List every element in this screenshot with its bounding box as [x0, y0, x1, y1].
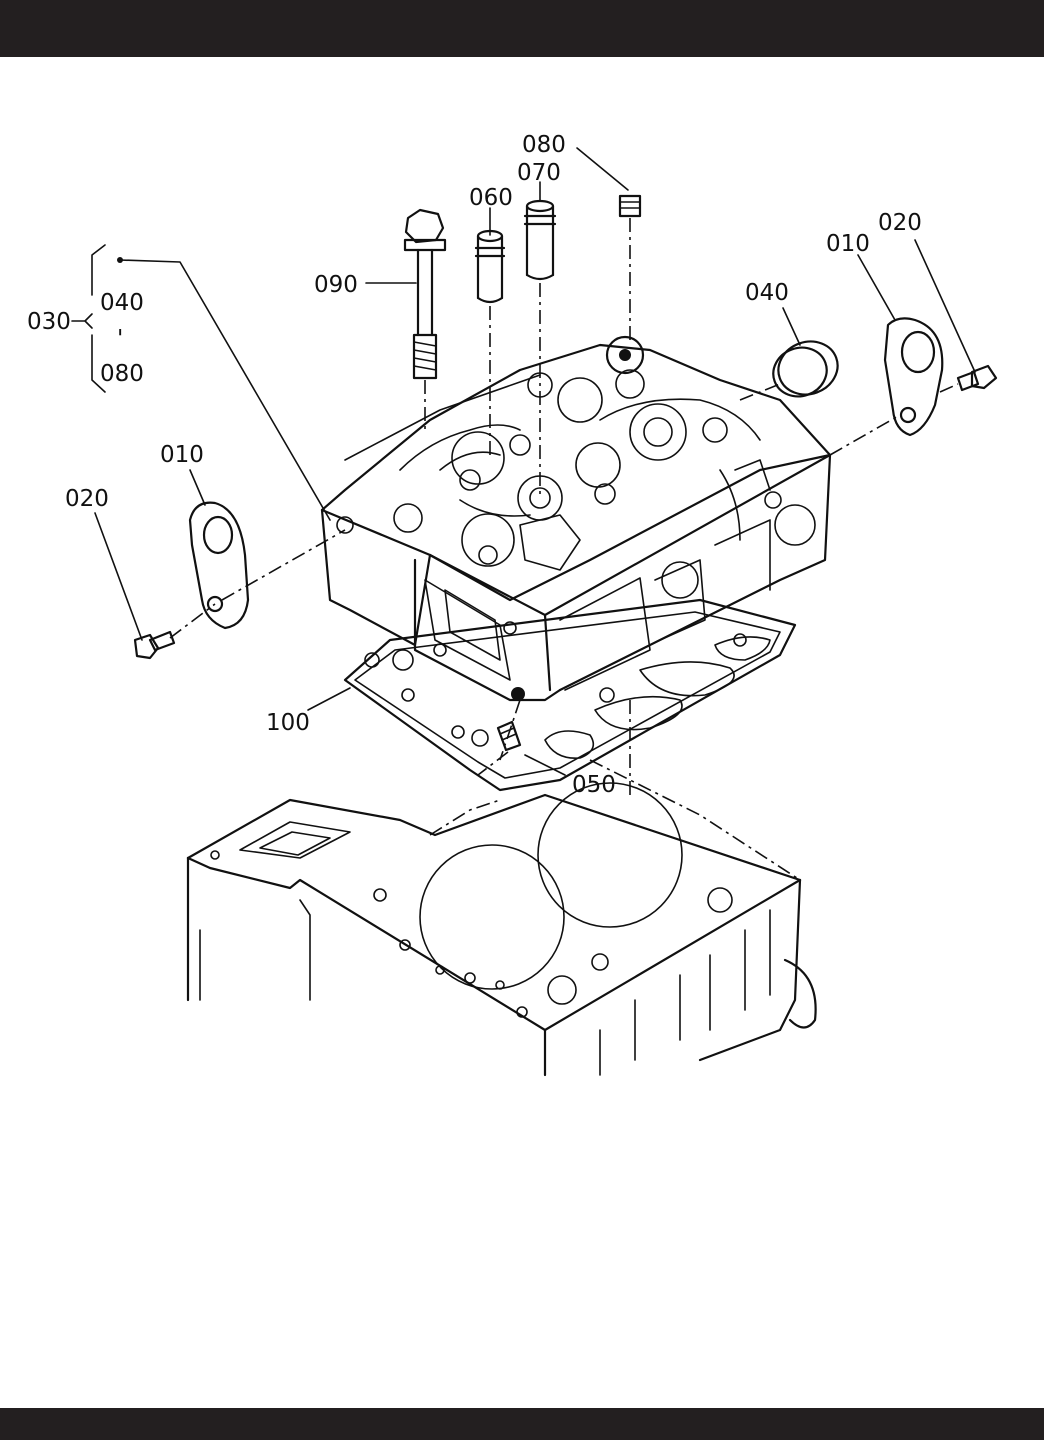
cylinder-block: [188, 783, 816, 1075]
assembly-center-lines: [170, 218, 958, 880]
label-040: 040: [745, 280, 789, 306]
plate-bolt-right: [958, 366, 996, 390]
label-080: 080: [522, 132, 566, 158]
label-050: 050: [572, 772, 616, 798]
label-030-range-from: 040: [100, 290, 144, 316]
label-020-left: 020: [65, 486, 109, 512]
label-030-range-to: 080: [100, 361, 144, 387]
label-070: 070: [517, 160, 561, 186]
valve-guide-060: [476, 231, 504, 302]
label-010-left: 010: [160, 442, 204, 468]
label-010-right: 010: [826, 231, 870, 257]
head-bolt: [405, 210, 445, 378]
lifting-plate-right: [885, 318, 942, 435]
sealing-plug-040: [766, 333, 845, 403]
label-100: 100: [266, 710, 310, 736]
label-020-right: 020: [878, 210, 922, 236]
label-030: 030: [27, 309, 71, 335]
label-090: 090: [314, 272, 358, 298]
label-030-range-sep: ': [117, 326, 123, 352]
head-gasket: [345, 600, 795, 790]
stud-080: [620, 196, 640, 216]
label-060: 060: [469, 185, 513, 211]
valve-guide-070: [525, 201, 555, 279]
lifting-plate-left: [190, 503, 248, 628]
cylinder-head: [322, 337, 830, 700]
